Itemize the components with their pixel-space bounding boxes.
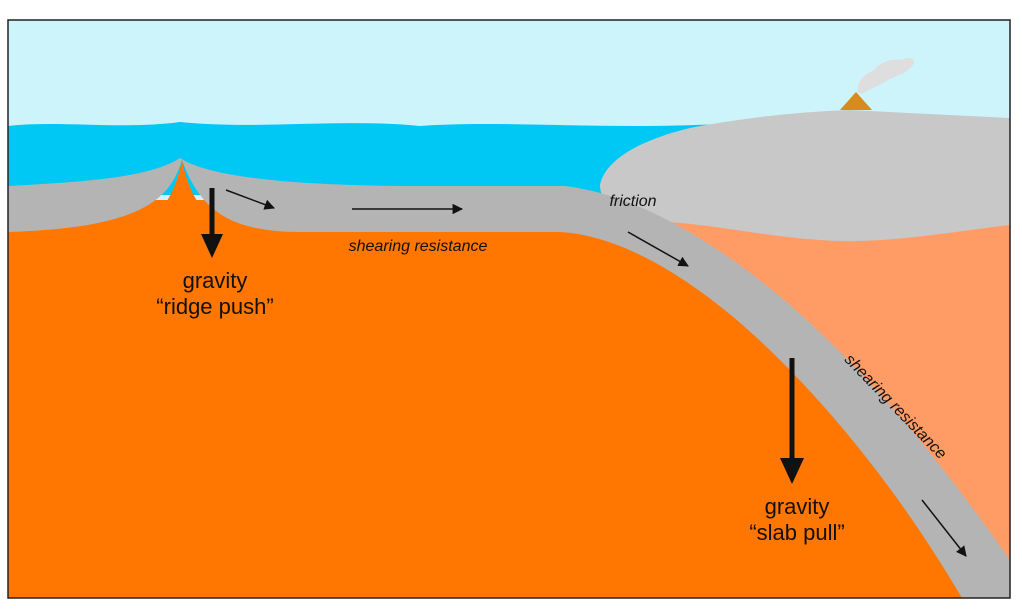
volcano-smoke bbox=[857, 57, 915, 94]
ridge-push-label-line1: gravity bbox=[183, 268, 248, 293]
ridge-push-label-line2: “ridge push” bbox=[156, 294, 273, 319]
ridge-upwelling bbox=[130, 160, 236, 232]
slab-pull-label-line1: gravity bbox=[765, 494, 830, 519]
oceanic-plate bbox=[8, 158, 1010, 598]
continental-plate bbox=[600, 110, 1010, 242]
shearing-resistance-horizontal-label: shearing resistance bbox=[349, 238, 488, 255]
plate-motion-arrow-3 bbox=[627, 231, 689, 267]
ridge-push-arrow bbox=[201, 188, 223, 258]
volcano bbox=[840, 92, 872, 110]
slab-pull-label-line2: “slab pull” bbox=[749, 520, 844, 545]
slab-pull-arrow bbox=[780, 358, 804, 484]
plate-motion-arrow-4 bbox=[921, 499, 967, 557]
mantle-wedge bbox=[600, 205, 1010, 575]
friction-label: friction bbox=[609, 193, 656, 210]
plate-motion-arrow-1 bbox=[225, 189, 275, 210]
diagram-border bbox=[7, 19, 1011, 599]
